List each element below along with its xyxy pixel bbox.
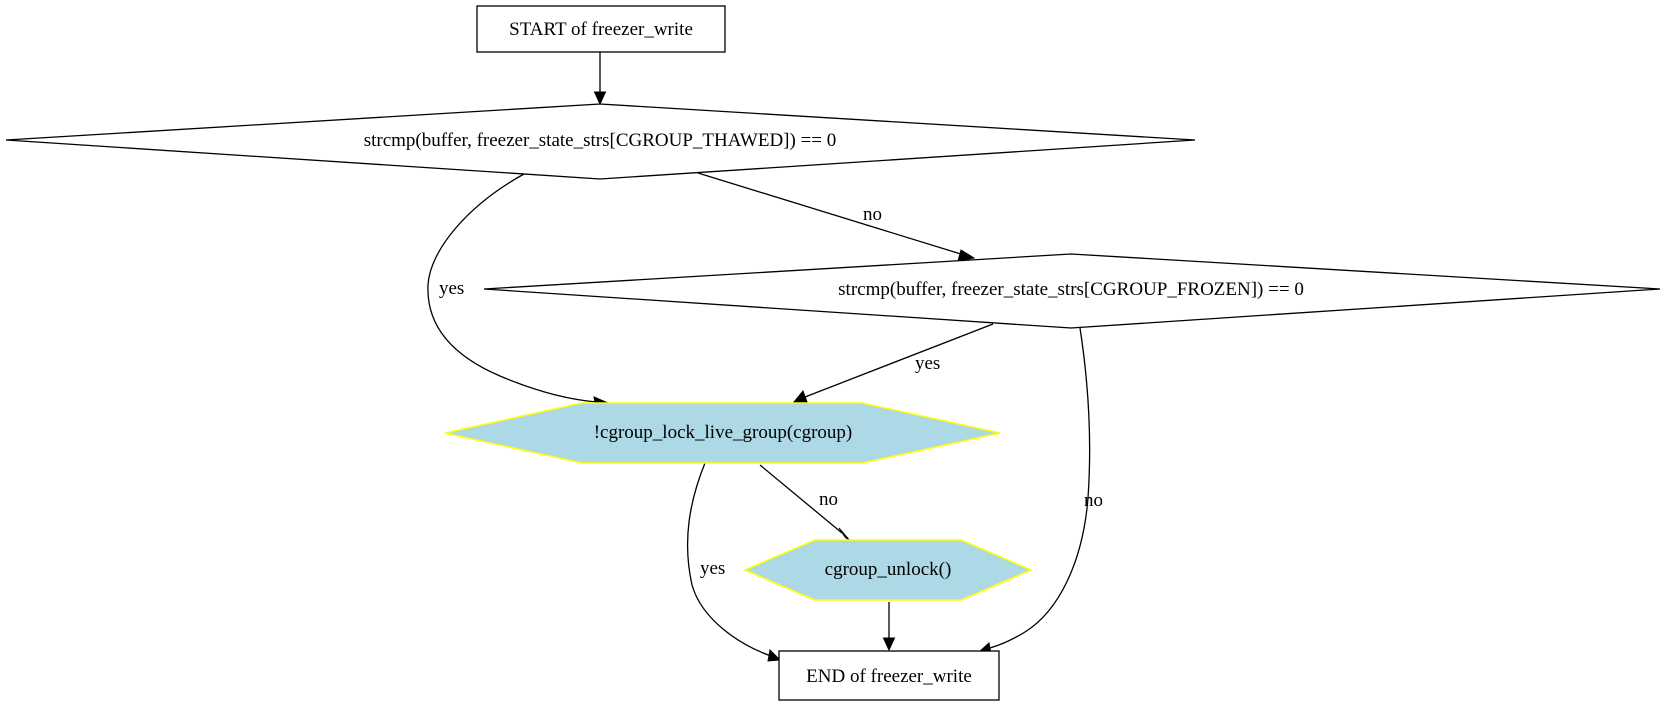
node-check-thawed: strcmp(buffer, freezer_state_strs[CGROUP… — [5, 103, 1196, 180]
node-end: END of freezer_write — [778, 650, 1000, 701]
edge-lock-yes-to-end: yes — [686, 462, 782, 662]
edge-unlock-to-end — [882, 602, 896, 652]
edge-start-to-thawed-check — [593, 52, 607, 106]
edge-thawed-no-to-frozen-check: no — [697, 172, 976, 262]
node-unlock: cgroup_unlock() — [743, 539, 1033, 601]
node-lock-group: !cgroup_lock_live_group(cgroup) — [444, 402, 1001, 464]
node-unlock-label: cgroup_unlock() — [825, 559, 952, 580]
edge-label-thawed-no: no — [863, 204, 882, 225]
node-check-thawed-label: strcmp(buffer, freezer_state_strs[CGROUP… — [364, 130, 837, 151]
edge-label-thawed-yes: yes — [439, 278, 464, 299]
edge-label-frozen-no: no — [1084, 490, 1103, 511]
node-end-label: END of freezer_write — [806, 666, 972, 687]
edge-label-lock-yes: yes — [700, 558, 725, 579]
node-check-frozen: strcmp(buffer, freezer_state_strs[CGROUP… — [483, 253, 1661, 329]
edge-frozen-yes-to-lock: yes — [792, 323, 994, 403]
edge-lock-no-to-unlock: no — [759, 464, 852, 543]
edge-frozen-no-to-end: no — [977, 327, 1103, 655]
node-check-frozen-label: strcmp(buffer, freezer_state_strs[CGROUP… — [838, 279, 1304, 300]
node-start: START of freezer_write — [476, 5, 726, 53]
node-start-label: START of freezer_write — [509, 19, 693, 40]
node-lock-group-label: !cgroup_lock_live_group(cgroup) — [594, 422, 853, 443]
edge-label-lock-no: no — [819, 489, 838, 510]
edge-label-frozen-yes: yes — [915, 353, 940, 374]
